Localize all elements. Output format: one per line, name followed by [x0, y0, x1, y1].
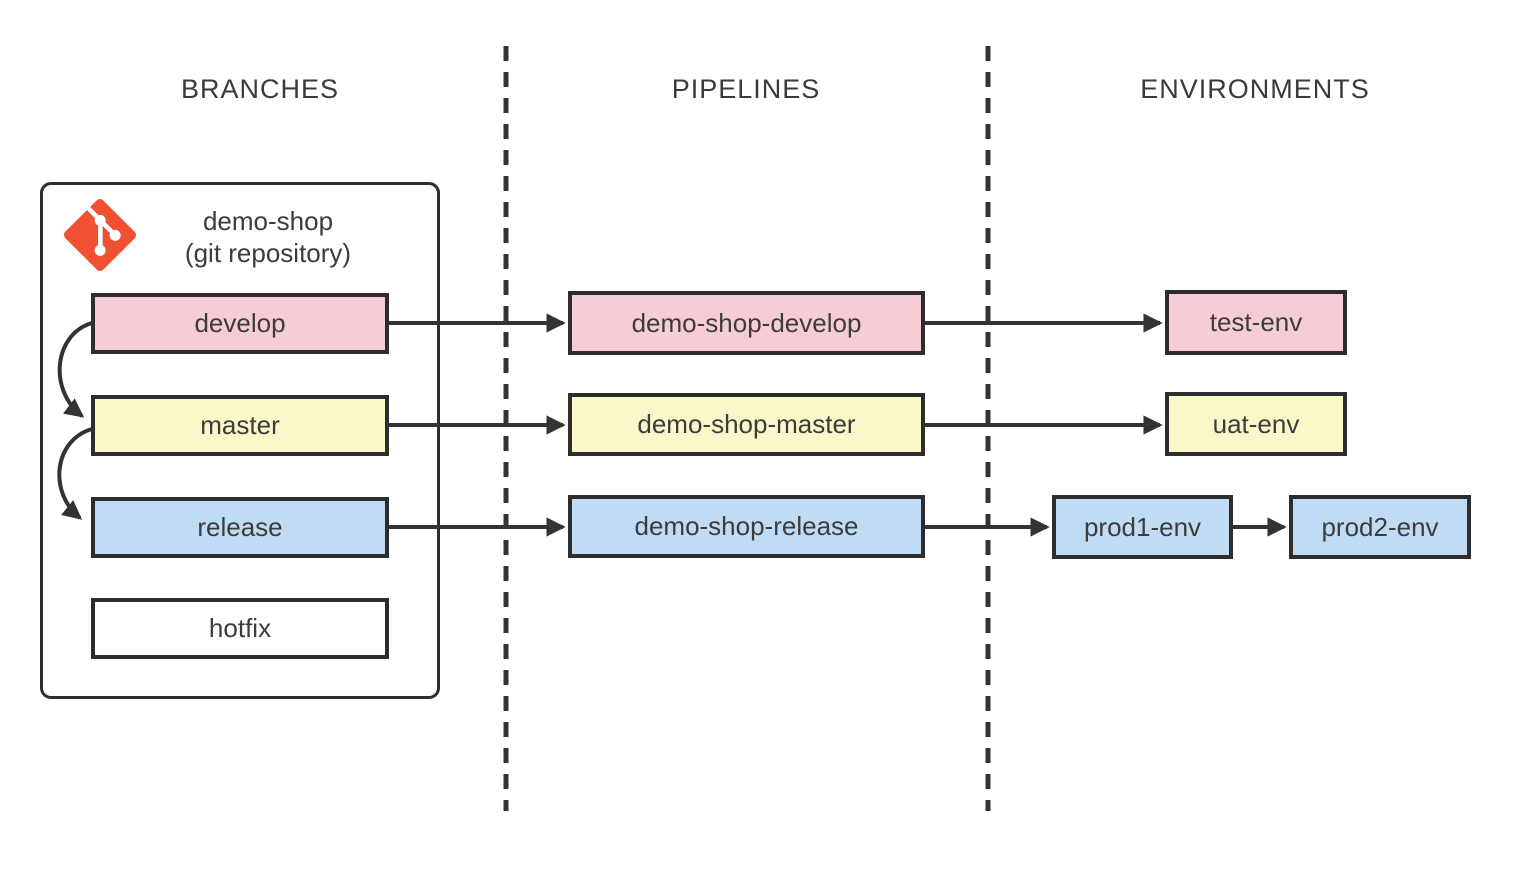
- environment-node-test-env: test-env: [1165, 290, 1347, 355]
- column-header-environments: ENVIRONMENTS: [1140, 74, 1370, 104]
- environment-node-prod1-env: prod1-env: [1052, 495, 1233, 559]
- branch-node-hotfix: hotfix: [91, 598, 389, 659]
- repository-name: demo-shop: [202, 206, 334, 236]
- environment-node-uat-env: uat-env: [1165, 392, 1347, 456]
- repository-subtitle: (git repository): [184, 238, 352, 268]
- git-repository-container: [40, 182, 440, 699]
- branch-node-develop: develop: [91, 293, 389, 354]
- branch-node-master: master: [91, 395, 389, 456]
- pipeline-node-demo-shop-develop: demo-shop-develop: [568, 291, 925, 355]
- repository-title: demo-shop (git repository): [148, 205, 388, 269]
- pipeline-node-demo-shop-release: demo-shop-release: [568, 495, 925, 558]
- git-logo-icon: [62, 197, 138, 273]
- column-header-pipelines: PIPELINES: [671, 74, 821, 104]
- environment-node-prod2-env: prod2-env: [1289, 495, 1471, 559]
- branch-node-release: release: [91, 497, 389, 558]
- pipeline-node-demo-shop-master: demo-shop-master: [568, 393, 925, 456]
- column-header-branches: BRANCHES: [180, 74, 340, 104]
